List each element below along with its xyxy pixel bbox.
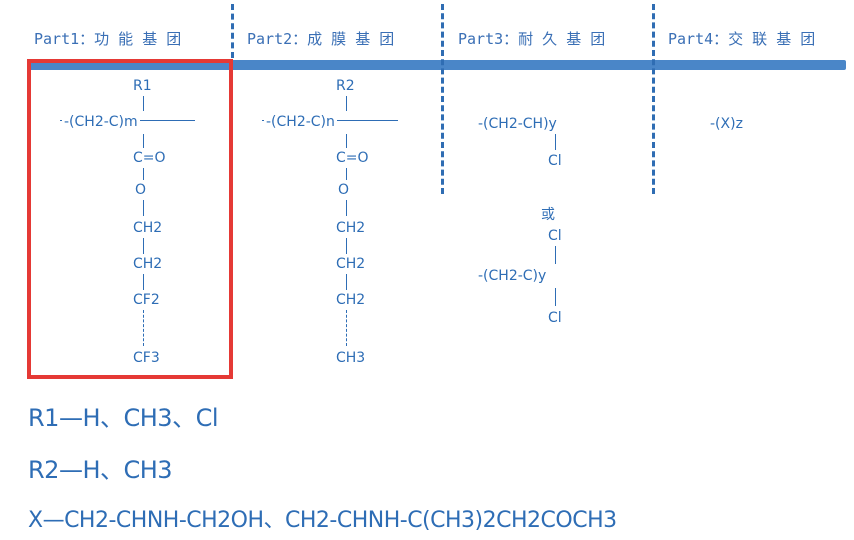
part1-chain-1: CH2 bbox=[133, 220, 163, 236]
part1-ether-o: O bbox=[135, 182, 147, 198]
part2-carbonyl: C=O bbox=[336, 150, 369, 166]
part3-or: 或 bbox=[541, 207, 555, 223]
separator-3 bbox=[652, 4, 655, 194]
part2-ether-o: O bbox=[338, 182, 350, 198]
part3-option2-backbone: -(CH2-C)y bbox=[478, 268, 547, 284]
part2-r: R2 bbox=[336, 78, 355, 94]
part3-option1-sub: Cl bbox=[548, 153, 562, 169]
part1-carbonyl: C=O bbox=[133, 150, 166, 166]
part1-r: R1 bbox=[133, 78, 152, 94]
legend-r2: R2—H、CH3 bbox=[28, 456, 173, 484]
part2-chain-1: CH2 bbox=[336, 220, 366, 236]
legend-x: X—CH2-CHNH-CH2OH、CH2-CHNH-C(CH3)2CH2COCH… bbox=[28, 508, 617, 533]
part1-terminal: CF3 bbox=[133, 350, 160, 366]
part3-option1-backbone: -(CH2-CH)y bbox=[478, 116, 557, 132]
part2-backbone: -(CH2-C)n bbox=[264, 114, 337, 130]
header-part2: Part2：成 膜 基 团 bbox=[247, 30, 395, 48]
header-part3: Part3：耐 久 基 团 bbox=[458, 30, 606, 48]
highlight-box bbox=[27, 59, 233, 379]
header-bar bbox=[28, 60, 846, 70]
part1-chain-2: CH2 bbox=[133, 256, 163, 272]
legend-r1: R1—H、CH3、Cl bbox=[28, 404, 219, 432]
part3-option2-top: Cl bbox=[548, 228, 562, 244]
part3-option2-bottom: Cl bbox=[548, 310, 562, 326]
header-part4: Part4：交 联 基 团 bbox=[668, 30, 816, 48]
separator-1 bbox=[231, 4, 234, 58]
separator-2 bbox=[441, 4, 444, 194]
part2-chain-3: CH2 bbox=[336, 292, 366, 308]
header-part1: Part1：功 能 基 团 bbox=[34, 30, 182, 48]
part1-backbone: -(CH2-C)m bbox=[62, 114, 140, 130]
part2-chain-2: CH2 bbox=[336, 256, 366, 272]
part4-backbone: -(X)z bbox=[710, 116, 743, 132]
part2-terminal: CH3 bbox=[336, 350, 366, 366]
part1-chain-3: CF2 bbox=[133, 292, 160, 308]
